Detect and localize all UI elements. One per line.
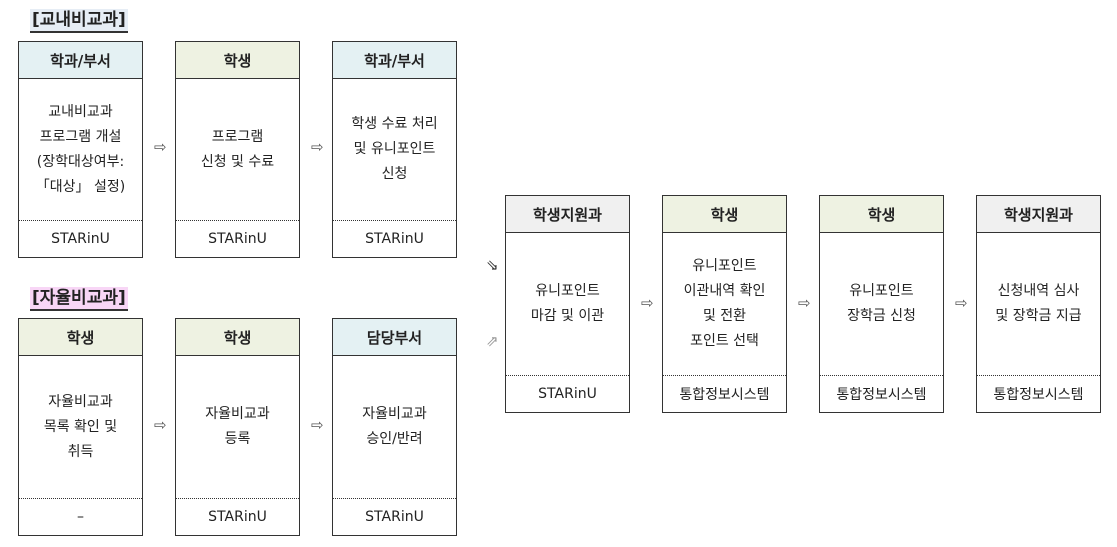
final-step-4: 학생지원과 신청내역 심사 및 장학금 지급 통합정보시스템 (976, 195, 1101, 413)
right-arrow-icon: ⇨ (641, 294, 654, 312)
step-task: 자율비교과 승인/반려 (362, 406, 427, 447)
step-system: 통합정보시스템 (663, 375, 786, 412)
self-step-3: 담당부서 자율비교과 승인/반려 STARinU (332, 318, 457, 536)
step-task: 학생 수료 처리 및 유니포인트 신청 (351, 116, 438, 182)
final-step-3: 학생 유니포인트 장학금 신청 통합정보시스템 (819, 195, 944, 413)
self-step-2: 학생 자율비교과 등록 STARinU (175, 318, 300, 536)
step-task: 교내비교과 프로그램 개설 (장학대상여부: 「대상」 설정) (35, 103, 126, 195)
right-arrow-icon: ⇨ (955, 294, 968, 312)
step-actor: 학과/부서 (19, 42, 142, 79)
step-task: 자율비교과 등록 (205, 406, 270, 447)
step-actor: 학생 (820, 196, 943, 233)
self-section-title: [자율비교과] (30, 287, 128, 311)
step-system: 통합정보시스템 (977, 375, 1100, 412)
step-system: 통합정보시스템 (820, 375, 943, 412)
step-actor: 학생 (19, 319, 142, 356)
down-right-arrow-icon: ⇘ (486, 256, 499, 274)
step-system: – (19, 498, 142, 535)
step-system: STARinU (19, 220, 142, 257)
step-system: STARinU (333, 220, 456, 257)
internal-step-1: 학과/부서 교내비교과 프로그램 개설 (장학대상여부: 「대상」 설정) ST… (18, 41, 143, 258)
internal-step-2: 학생 프로그램 신청 및 수료 STARinU (175, 41, 300, 258)
step-actor: 학생 (176, 42, 299, 79)
step-actor: 학생 (176, 319, 299, 356)
step-system: STARinU (176, 220, 299, 257)
up-right-arrow-icon: ⇗ (486, 332, 499, 350)
step-system: STARinU (176, 498, 299, 535)
right-arrow-icon: ⇨ (154, 416, 167, 434)
right-arrow-icon: ⇨ (798, 294, 811, 312)
step-task: 신청내역 심사 및 장학금 지급 (995, 283, 1082, 324)
self-step-1: 학생 자율비교과 목록 확인 및 취득 – (18, 318, 143, 536)
step-actor: 학생지원과 (506, 196, 629, 233)
step-task: 프로그램 신청 및 수료 (200, 128, 275, 170)
internal-section-title: [교내비교과] (30, 9, 128, 33)
right-arrow-icon: ⇨ (154, 138, 167, 156)
internal-step-3: 학과/부서 학생 수료 처리 및 유니포인트 신청 STARinU (332, 41, 457, 258)
step-task: 유니포인트 마감 및 이관 (530, 283, 605, 324)
step-system: STARinU (333, 498, 456, 535)
step-task: 자율비교과 목록 확인 및 취득 (43, 393, 118, 460)
step-task: 유니포인트 장학금 신청 (847, 283, 916, 324)
right-arrow-icon: ⇨ (311, 138, 324, 156)
step-actor: 학생지원과 (977, 196, 1100, 233)
final-step-1: 학생지원과 유니포인트 마감 및 이관 STARinU (505, 195, 630, 413)
step-task: 유니포인트 이관내역 확인 및 전환 포인트 선택 (683, 258, 766, 349)
final-step-2: 학생 유니포인트 이관내역 확인 및 전환 포인트 선택 통합정보시스템 (662, 195, 787, 413)
step-actor: 담당부서 (333, 319, 456, 356)
step-actor: 학생 (663, 196, 786, 233)
right-arrow-icon: ⇨ (311, 416, 324, 434)
step-system: STARinU (506, 375, 629, 412)
step-actor: 학과/부서 (333, 42, 456, 79)
